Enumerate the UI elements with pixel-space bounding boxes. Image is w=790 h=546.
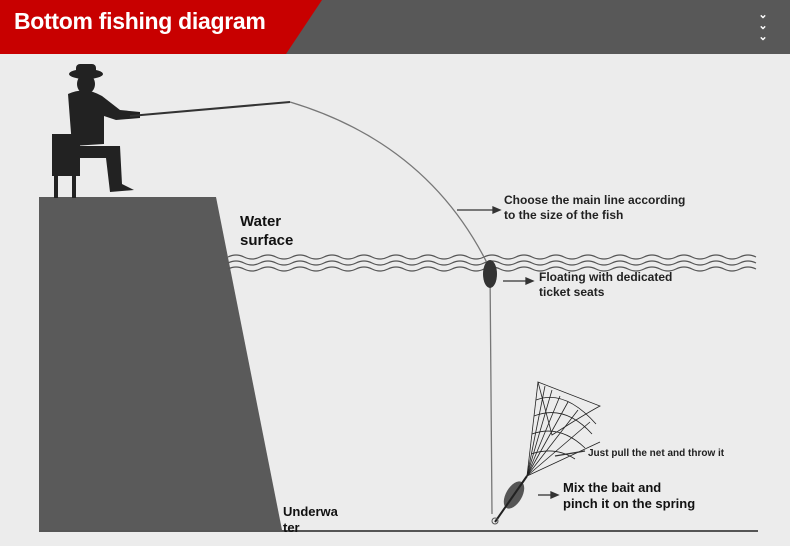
float-label: Floating with dedicated ticket seats xyxy=(539,270,672,300)
underwater-label-2: ter xyxy=(283,520,300,535)
float-label-1: Floating with dedicated xyxy=(539,270,673,284)
fishing-rod xyxy=(129,101,291,117)
water-surface-line1: Water xyxy=(240,213,282,230)
annotation-arrows xyxy=(457,206,586,499)
page-title: Bottom fishing diagram xyxy=(14,8,266,34)
bait-label-2: pinch it on the spring xyxy=(563,496,696,511)
bait-label: Mix the bait and pinch it on the spring xyxy=(563,480,695,512)
main-line-label: Choose the main line according to the si… xyxy=(504,193,685,223)
underwater-label-1: Underwa xyxy=(283,504,338,519)
net xyxy=(526,381,601,477)
main-line xyxy=(289,101,493,515)
main-line-label-2: to the size of the fish xyxy=(504,208,624,222)
triple-chevron-down-icon[interactable]: ⌄⌄⌄ xyxy=(758,9,768,43)
water-surface-label: Water surface xyxy=(240,212,293,250)
cliff xyxy=(39,197,282,530)
header-red-banner xyxy=(0,0,322,54)
bait-label-1: Mix the bait and xyxy=(563,480,662,495)
net-label: Just pull the net and throw it xyxy=(588,448,725,459)
float xyxy=(483,260,497,288)
fishing-diagram xyxy=(39,64,758,532)
header-bar: Bottom fishing diagram ⌄⌄⌄ xyxy=(0,0,790,54)
float-label-2: ticket seats xyxy=(539,285,605,299)
water-surface-line2: surface xyxy=(240,232,294,249)
underwater-label: Underwa ter xyxy=(283,504,338,536)
main-line-label-1: Choose the main line according xyxy=(504,193,686,207)
fisherman-silhouette xyxy=(52,64,140,198)
